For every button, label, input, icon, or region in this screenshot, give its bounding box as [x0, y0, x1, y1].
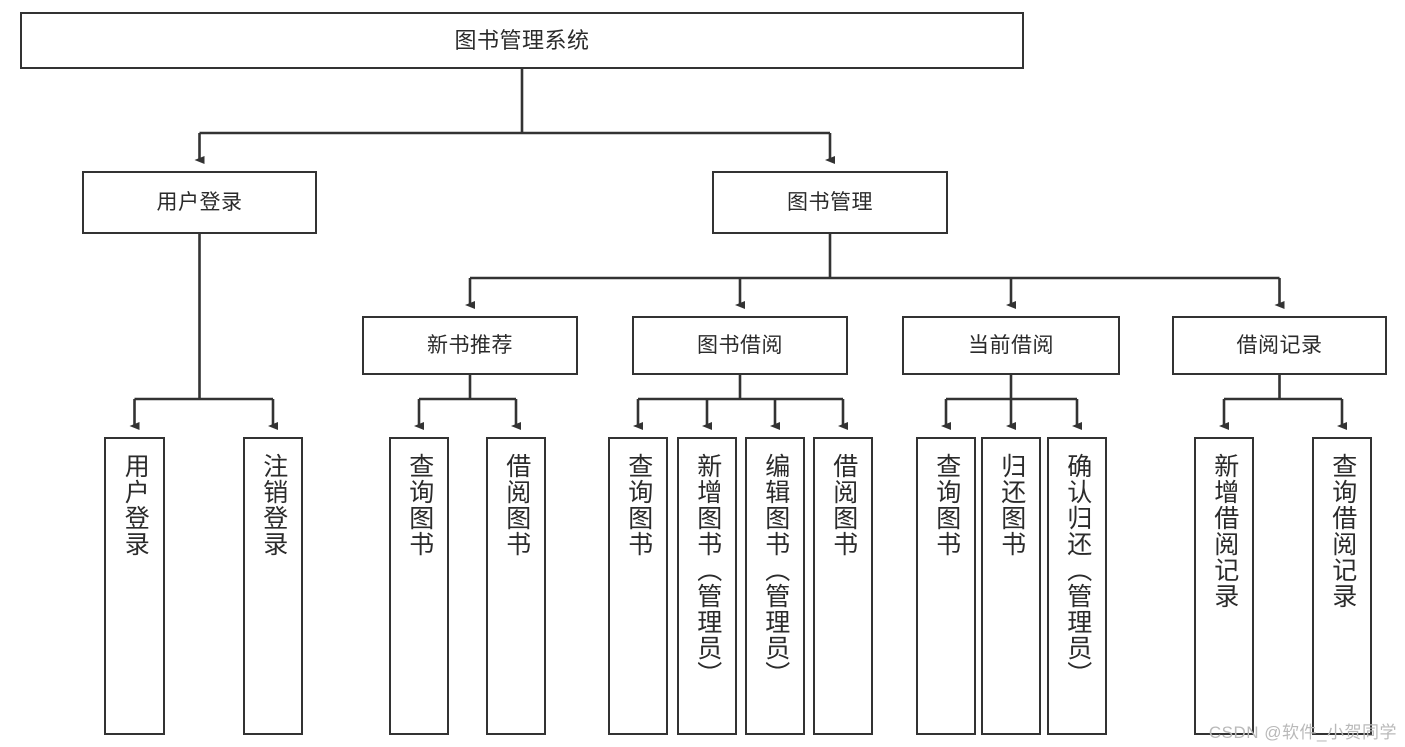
node-label: 查询图书 [405, 453, 434, 557]
node-leaf-query-book-rec[interactable]: 查询图书 [389, 437, 449, 735]
node-label: 新增图书（管理员） [693, 453, 722, 687]
node-label: 借阅图书 [502, 453, 531, 557]
node-label: 用户登录 [121, 453, 150, 557]
csdn-watermark: CSDN @软件_小贺同学 [1208, 723, 1397, 742]
node-borrow-record[interactable]: 借阅记录 [1172, 316, 1387, 375]
node-label: 当前借阅 [968, 334, 1054, 357]
node-label: 确认归还（管理员） [1063, 453, 1092, 687]
node-leaf-borrow-book[interactable]: 借阅图书 [813, 437, 873, 735]
node-label: 借阅图书 [829, 453, 858, 557]
node-leaf-user-login[interactable]: 用户登录 [104, 437, 165, 735]
node-label: 查询图书 [624, 453, 653, 557]
node-label: 图书管理 [787, 191, 873, 214]
node-leaf-confirm-return[interactable]: 确认归还（管理员） [1047, 437, 1107, 735]
node-leaf-add-book[interactable]: 新增图书（管理员） [677, 437, 737, 735]
node-label: 归还图书 [997, 453, 1026, 557]
node-leaf-query-book[interactable]: 查询图书 [608, 437, 668, 735]
node-label: 注销登录 [259, 453, 288, 557]
node-book-borrow[interactable]: 图书借阅 [632, 316, 848, 375]
node-label: 图书管理系统 [454, 27, 590, 53]
node-label: 图书借阅 [697, 334, 783, 357]
node-leaf-query-record[interactable]: 查询借阅记录 [1312, 437, 1372, 735]
node-label: 查询借阅记录 [1328, 453, 1357, 609]
node-current-borrow[interactable]: 当前借阅 [902, 316, 1120, 375]
node-label: 新书推荐 [427, 334, 513, 357]
node-leaf-edit-book[interactable]: 编辑图书（管理员） [745, 437, 805, 735]
node-user-login[interactable]: 用户登录 [82, 171, 317, 234]
node-leaf-borrow-book-rec[interactable]: 借阅图书 [486, 437, 546, 735]
node-leaf-user-logout[interactable]: 注销登录 [243, 437, 303, 735]
node-label: 用户登录 [156, 191, 243, 214]
node-leaf-query-book-cur[interactable]: 查询图书 [916, 437, 976, 735]
node-book-manage[interactable]: 图书管理 [712, 171, 948, 234]
node-label: 借阅记录 [1236, 334, 1323, 357]
node-label: 新增借阅记录 [1210, 453, 1239, 609]
node-label: 编辑图书（管理员） [761, 453, 790, 687]
node-label: 查询图书 [932, 453, 961, 557]
node-new-book-rec[interactable]: 新书推荐 [362, 316, 578, 375]
node-leaf-return-book[interactable]: 归还图书 [981, 437, 1041, 735]
node-root[interactable]: 图书管理系统 [20, 12, 1024, 69]
node-leaf-add-record[interactable]: 新增借阅记录 [1194, 437, 1254, 735]
